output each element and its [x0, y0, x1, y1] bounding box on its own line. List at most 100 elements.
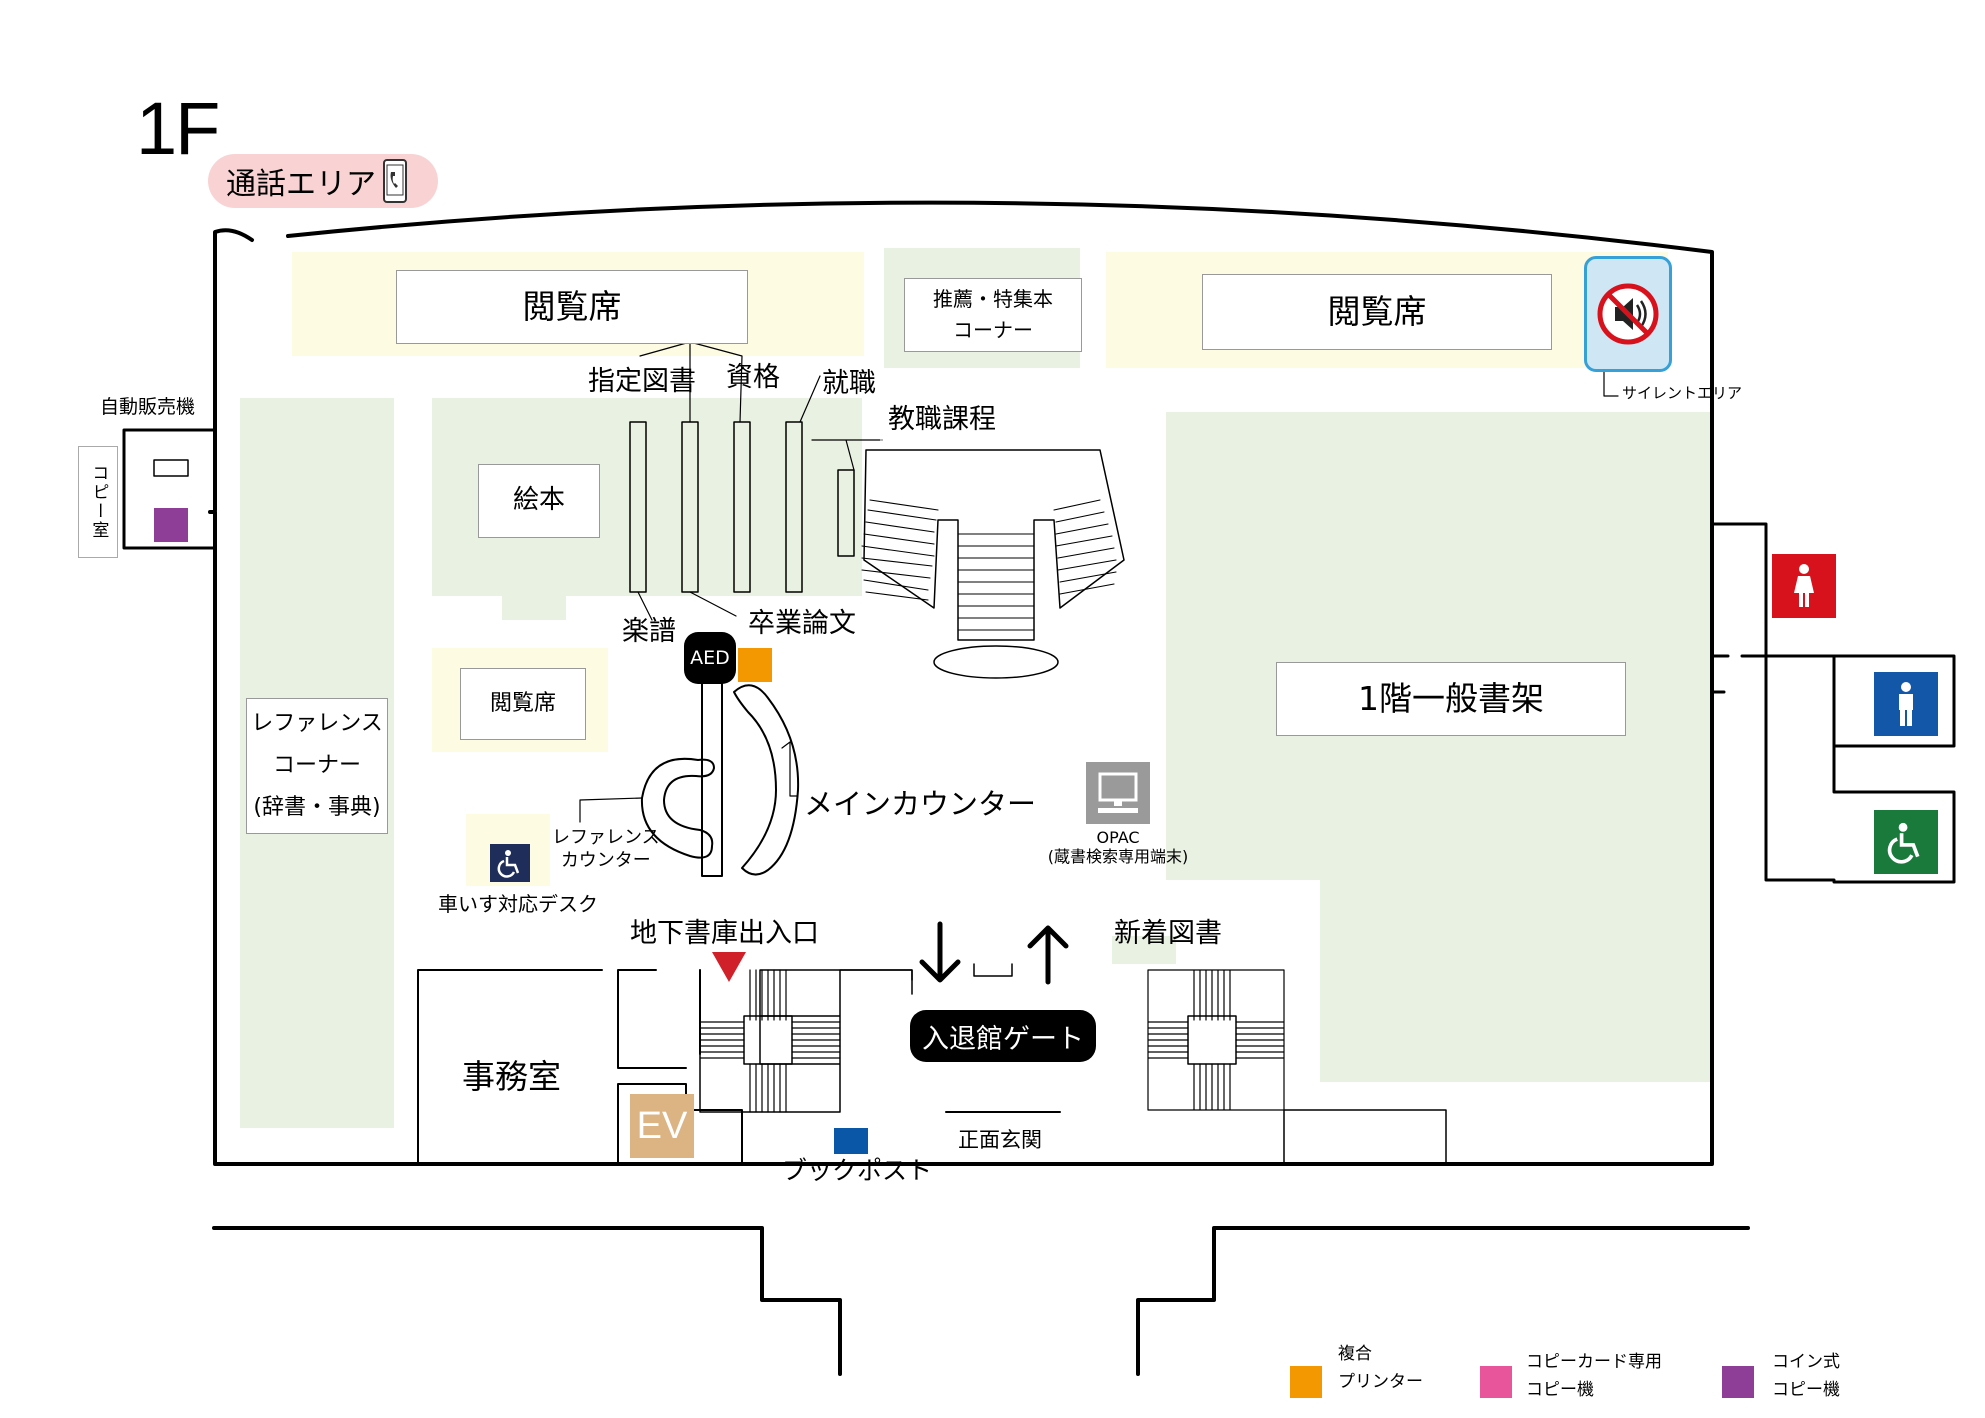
- silent-area-label: サイレントエリア: [1622, 384, 1743, 402]
- main-counter-label: メインカウンター: [804, 787, 1037, 821]
- general-shelves: 1階一般書架: [1276, 662, 1626, 736]
- shelf-employment: [785, 421, 803, 593]
- reading-seat-right: 閲覧席: [1202, 274, 1552, 350]
- new-books-zone: [1112, 936, 1176, 964]
- general-shelves-label: 1階一般書架: [1358, 679, 1544, 719]
- accessible-restroom: [1874, 810, 1938, 874]
- reading-seat-small-label: 閲覧席: [489, 691, 556, 717]
- aed-point: AED: [684, 632, 736, 684]
- accessible-icon: [1887, 822, 1920, 864]
- legend-card-copier-text: コピーカード専用 コピー機: [1526, 1348, 1662, 1404]
- elevator-label: EV: [636, 1104, 688, 1147]
- reading-seat-left-label: 閲覧席: [522, 287, 622, 327]
- computer-icon: [1098, 772, 1138, 813]
- male-icon: [1899, 682, 1913, 726]
- copy-annex-wall: [122, 428, 217, 550]
- shelf-qualification: [733, 421, 751, 593]
- legend-coin-copier-swatch: [1722, 1366, 1754, 1398]
- gate-label: 入退館ゲート: [922, 1023, 1084, 1055]
- wheelchair-desk-label: 車いす対応デスク: [438, 892, 598, 916]
- reading-seat-left: 閲覧席: [396, 270, 748, 344]
- aed-label: AED: [690, 647, 730, 669]
- reading-seat-small: 閲覧席: [460, 668, 586, 740]
- stair-left-treads: [699, 969, 841, 1113]
- reading-seat-right-label: 閲覧席: [1327, 292, 1427, 332]
- call-area: 通話エリア: [208, 154, 438, 208]
- shelf-teaching: [837, 469, 855, 557]
- lower-right-wall: [1283, 1109, 1447, 1165]
- stair-left-landing: [743, 1015, 793, 1065]
- shelf-label-designated: 指定図書: [588, 366, 696, 397]
- new-books-label: 新着図書: [1114, 918, 1222, 949]
- main-counter-curve: [733, 684, 800, 876]
- coin-copier: [154, 508, 188, 542]
- opac-terminal: [1086, 762, 1150, 824]
- legend-printer-swatch: [1290, 1366, 1322, 1398]
- shelf-leaders: [637, 341, 883, 621]
- vending-label: 自動販売機: [100, 396, 196, 418]
- legend-coin-copier-line2: コピー機: [1772, 1380, 1840, 1400]
- counter-leaders: [579, 741, 799, 823]
- gate-lines: [839, 963, 1013, 995]
- basement-entrance-label: 地下書庫出入口: [630, 918, 819, 949]
- legend-card-copier-line1: コピーカード専用: [1526, 1352, 1662, 1372]
- entrance-wall-left: [212, 1226, 842, 1376]
- silent-leader: [1603, 363, 1619, 397]
- reference-corner-line2: コーナー: [272, 753, 361, 779]
- shelf-label-teaching: 教職課程: [888, 404, 996, 435]
- legend-coin-copier-line1: コイン式: [1772, 1352, 1840, 1372]
- silent-area-sign: [1584, 256, 1672, 372]
- legend-coin-copier-text: コイン式 コピー機: [1772, 1348, 1840, 1404]
- reference-counter-label: レファレンス カウンター: [552, 826, 660, 873]
- picture-book-zone: [432, 398, 862, 620]
- opac-line2: (蔵書検索専用端末): [1047, 847, 1189, 867]
- recommend-corner: 推薦・特集本 コーナー: [904, 278, 1082, 352]
- reference-corner-line3: (辞書・事典): [253, 794, 381, 820]
- outer-wall: [208, 200, 1714, 1166]
- stair-right-treads: [1147, 969, 1285, 1111]
- shelf-label-music: 楽譜: [622, 616, 676, 647]
- reference-counter-line1: レファレンス: [552, 827, 660, 848]
- printer-marker: [738, 648, 772, 682]
- front-entrance-label: 正面玄関: [958, 1128, 1042, 1152]
- legend-printer-text: 複合 プリンター: [1338, 1340, 1423, 1396]
- book-post-marker: [834, 1128, 868, 1154]
- stair-right-landing: [1187, 1015, 1237, 1065]
- no-sound-icon: [1597, 283, 1659, 345]
- recommend-corner-line1: 推薦・特集本: [933, 287, 1053, 311]
- copy-room: コピー室: [78, 446, 118, 558]
- female-restroom: [1772, 554, 1836, 618]
- entrance-wall-right: [1136, 1226, 1750, 1376]
- floor-label: 1F: [136, 87, 220, 170]
- legend-printer-line2: プリンター: [1338, 1372, 1423, 1392]
- opac-label: OPAC (蔵書検索専用端末): [1036, 828, 1200, 866]
- legend-card-copier-line2: コピー機: [1526, 1380, 1594, 1400]
- enter-arrow: [1027, 925, 1069, 985]
- reference-corner: レファレンス コーナー (辞書・事典): [246, 698, 388, 834]
- stage-platform: [933, 645, 1059, 679]
- picture-book-label: 絵本: [512, 485, 565, 516]
- general-shelf-zone: [1166, 412, 1712, 1082]
- stair-left-frame: [699, 969, 913, 1113]
- vending-machine: [153, 459, 189, 477]
- shelf-label-thesis: 卒業論文: [748, 608, 856, 639]
- elevator: EV: [630, 1094, 694, 1158]
- male-restroom: [1874, 672, 1938, 736]
- book-post-label: ブックポスト: [782, 1156, 933, 1185]
- reference-corner-line1: レファレンス: [251, 711, 383, 737]
- recommend-corner-line2: コーナー: [953, 318, 1033, 342]
- office-walls: [417, 969, 743, 1165]
- stage-steps-center: [957, 533, 1035, 631]
- reading-stage: [863, 449, 1125, 641]
- legend-printer-line1: 複合: [1338, 1344, 1372, 1364]
- copy-room-label: コピー室: [88, 464, 109, 540]
- shelf-label-employment: 就職: [822, 368, 876, 399]
- wheelchair-desk: [490, 844, 530, 882]
- basement-marker-icon: [712, 952, 746, 982]
- exit-arrow: [919, 921, 961, 983]
- reference-counter: [640, 757, 715, 859]
- restroom-annex-wall: [1710, 522, 1956, 884]
- shelf-label-qualification: 資格: [726, 362, 780, 393]
- opac-line1: OPAC: [1096, 828, 1140, 847]
